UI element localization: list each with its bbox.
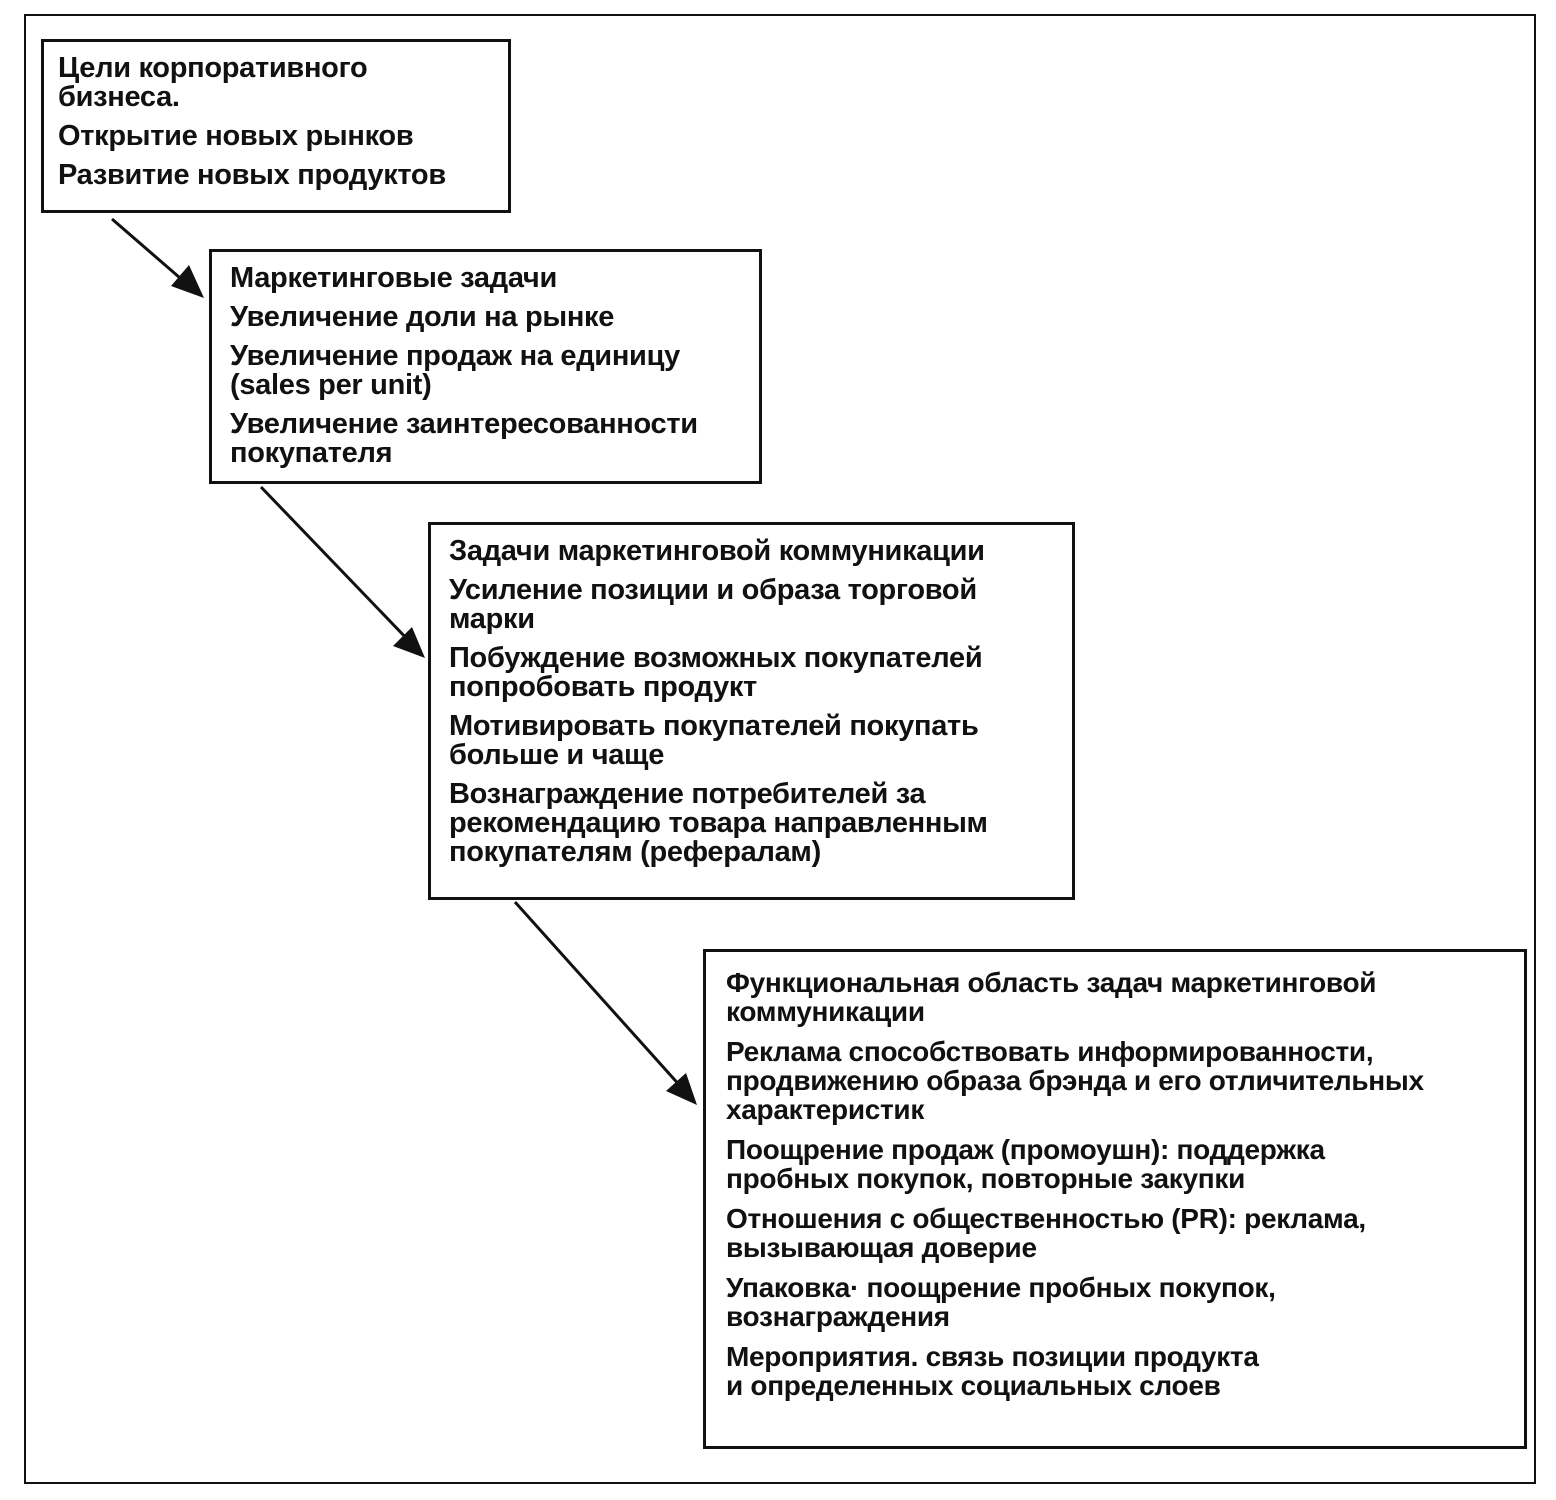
box-item: Мероприятия. связь позиции продукта и оп… (726, 1341, 1259, 1401)
box-heading: Цели корпоративного бизнеса. (58, 52, 368, 113)
box-item: Открытие новых рынков (58, 120, 414, 152)
box-item: Увеличение продаж на единицу (sales per … (230, 340, 680, 401)
box-item: Побуждение возможных покупателей попробо… (449, 642, 983, 703)
box-item: Увеличение заинтересованности покупателя (230, 408, 698, 469)
box-item: Упаковка· поощрение пробных покупок, воз… (726, 1272, 1276, 1332)
box-item: Увеличение доли на рынке (230, 301, 615, 333)
marketing-tasks-box: Маркетинговые задачи Увеличение доли на … (209, 249, 762, 484)
functional-area-box: Функциональная область задач маркетингов… (703, 949, 1527, 1449)
outer-frame (24, 14, 1536, 1484)
box-item: Вознаграждение потребителей за рекоменда… (449, 778, 988, 868)
box-item: Отношения с общественностью (PR): реклам… (726, 1203, 1366, 1263)
box-item: Реклама способствовать информированности… (726, 1036, 1424, 1125)
box-item: Усиление позиции и образа торговой марки (449, 574, 977, 635)
marketing-communication-tasks-box: Задачи маркетинговой коммуникации Усилен… (428, 522, 1075, 900)
box-item: Поощрение продаж (промоушн): поддержка п… (726, 1134, 1325, 1194)
corporate-goals-box: Цели корпоративного бизнеса. Открытие но… (41, 39, 511, 213)
box-heading: Маркетинговые задачи (230, 262, 557, 294)
box-item: Мотивировать покупателей покупать больше… (449, 710, 979, 771)
box-heading: Функциональная область задач маркетингов… (726, 967, 1377, 1027)
box-item: Развитие новых продуктов (58, 159, 446, 191)
box-heading: Задачи маркетинговой коммуникации (449, 535, 985, 567)
